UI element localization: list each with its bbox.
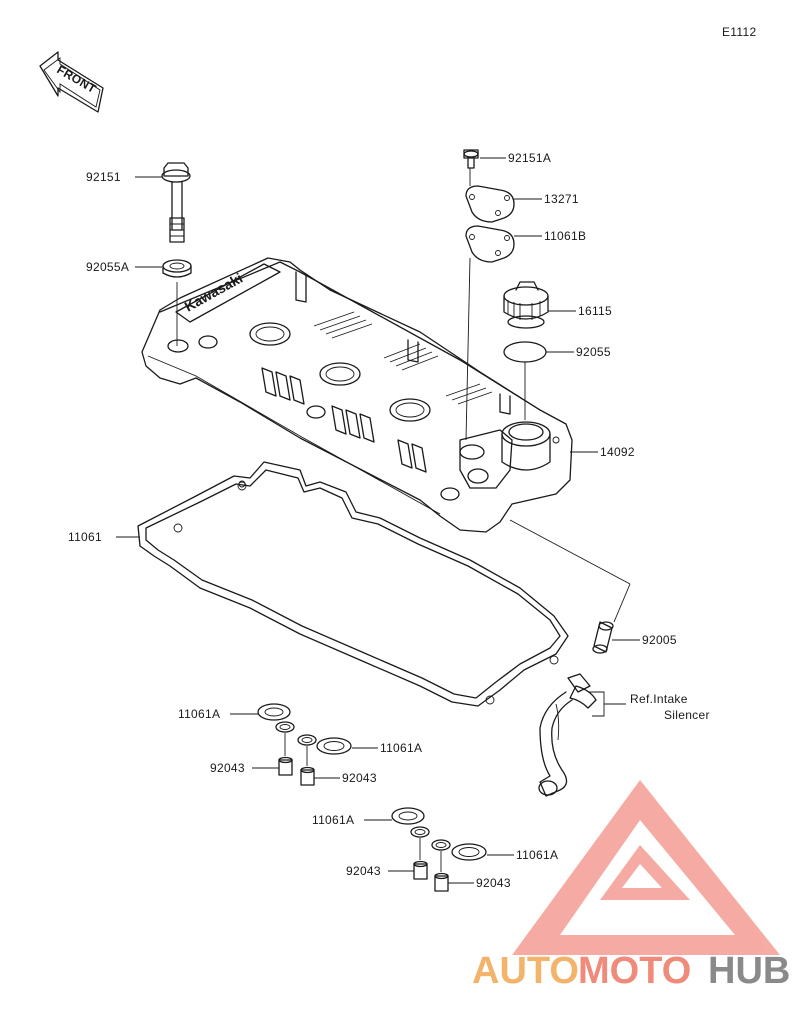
seal-11061A-4 (451, 843, 487, 861)
gasket-11061 (137, 461, 569, 707)
dowel-92043-3 (413, 860, 428, 880)
label-14092: 14092 (600, 445, 635, 459)
kawasaki-logo-text: Kawasaki (182, 270, 246, 315)
dowel-92043-2 (300, 766, 315, 786)
front-label: FRONT (55, 62, 99, 96)
label-11061A-4: 11061A (516, 848, 558, 862)
plate-13271 (465, 185, 515, 223)
label-92043-1: 92043 (210, 761, 245, 775)
diagram-code: E1112 (722, 25, 756, 39)
label-11061B: 11061B (544, 229, 586, 243)
watermark-moto: MOTO (578, 950, 691, 992)
fitting-92005 (592, 621, 614, 654)
label-92043-2: 92043 (342, 771, 377, 785)
label-ref-intake: Ref.Intake (630, 692, 688, 706)
cylinder-head-cover-14092 (141, 257, 573, 533)
bolt-92151A (463, 149, 479, 169)
label-92043-4: 92043 (476, 876, 511, 890)
label-16115: 16115 (578, 304, 612, 318)
seal-small-4 (431, 839, 451, 851)
breather-hose (538, 673, 597, 797)
watermark-hub: HUB (708, 950, 790, 992)
label-13271: 13271 (544, 192, 579, 206)
label-11061A-2: 11061A (380, 741, 422, 755)
gasket-11061B (465, 225, 515, 263)
label-92043-3: 92043 (346, 864, 381, 878)
seal-small-3 (410, 826, 430, 838)
watermark-logo (512, 780, 780, 955)
o-ring-92055 (503, 341, 547, 363)
front-arrow-icon (39, 51, 104, 113)
label-92151: 92151 (86, 170, 121, 184)
dowel-92043-4 (434, 872, 449, 892)
label-92055A: 92055A (86, 260, 129, 274)
label-92151A: 92151A (508, 151, 551, 165)
washer-92055A (162, 259, 192, 278)
label-92055: 92055 (576, 345, 611, 359)
label-11061A-3: 11061A (312, 813, 354, 827)
label-92005: 92005 (642, 633, 677, 647)
watermark-auto: AUTO (472, 950, 579, 992)
label-ref-silencer: Silencer (664, 708, 710, 722)
seal-small-1 (275, 721, 295, 733)
seal-small-2 (297, 734, 317, 746)
seal-11061A-3 (391, 807, 425, 825)
seal-11061A-1 (257, 703, 291, 721)
label-11061: 11061 (68, 530, 102, 544)
label-11061A-1: 11061A (178, 707, 220, 721)
dowel-92043-1 (278, 756, 293, 776)
bolt-92151 (161, 162, 191, 243)
oil-cap-16115 (503, 281, 549, 329)
seal-11061A-2 (316, 737, 352, 755)
